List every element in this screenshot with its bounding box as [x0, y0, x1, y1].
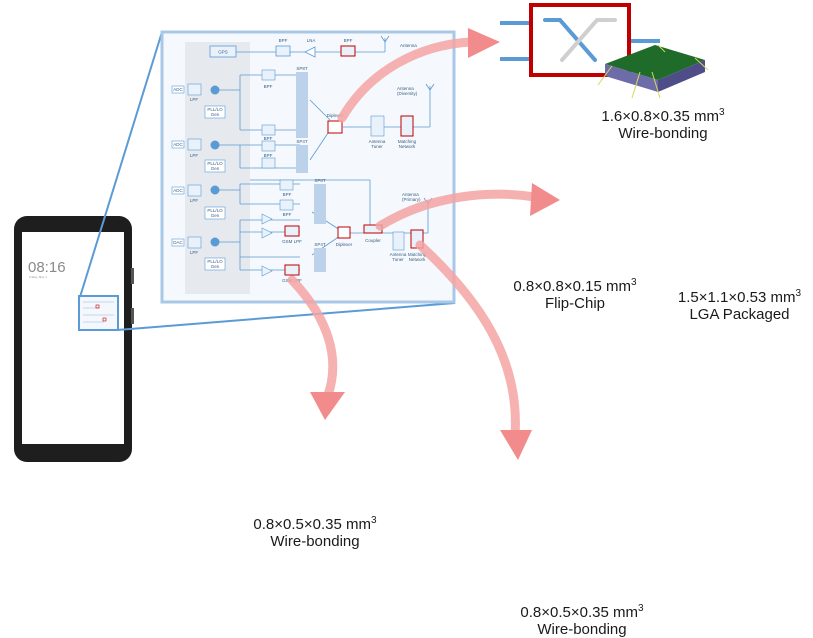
- svg-text:BPF: BPF: [344, 38, 353, 43]
- arrow-heads: [310, 28, 560, 460]
- svg-text:PLL/LO: PLL/LO: [207, 259, 223, 264]
- svg-text:Matching: Matching: [408, 252, 427, 257]
- phone-zoom-region: [78, 295, 119, 331]
- callout-diplexer: [500, 3, 709, 99]
- svg-text:Diplexer: Diplexer: [336, 242, 353, 247]
- svg-text:Tuner: Tuner: [371, 144, 383, 149]
- svg-text:SP4T: SP4T: [314, 242, 326, 247]
- svg-text:(Diversity): (Diversity): [397, 91, 418, 96]
- svg-text:Network: Network: [409, 257, 426, 262]
- sp4t-switch-rx2: [296, 145, 308, 173]
- sp8t-switch-rx1: [296, 72, 308, 138]
- svg-text:PLL/LO: PLL/LO: [207, 161, 223, 166]
- svg-text:SP8T: SP8T: [296, 66, 308, 71]
- phone-clock: 08:16: [28, 259, 66, 276]
- svg-text:Tuner: Tuner: [392, 257, 404, 262]
- phone-screen: [22, 232, 124, 444]
- svg-text:GSM LPF: GSM LPF: [282, 239, 302, 244]
- caption-diplexer: 1.6×0.8×0.35 mm3 Wire-bonding: [601, 107, 725, 142]
- caption-bpf: 0.8×0.5×0.35 mm3 Wire-bonding: [253, 515, 377, 550]
- svg-text:LPF: LPF: [190, 97, 199, 102]
- phone-mini-diagram: [83, 301, 114, 323]
- svg-text:Gen: Gen: [211, 166, 220, 171]
- svg-text:SP4T: SP4T: [296, 139, 308, 144]
- svg-text:Antenna: Antenna: [402, 192, 419, 197]
- svg-text:Coupler: Coupler: [365, 238, 381, 243]
- matching-network-diversity: [400, 115, 414, 137]
- gps-label: GPS: [218, 50, 228, 55]
- callout-arrows: [287, 37, 540, 440]
- svg-text:BPF: BPF: [283, 192, 292, 197]
- phone-power-button: [131, 308, 134, 324]
- zoom-projection-lines: [79, 31, 456, 331]
- svg-text:BPF: BPF: [283, 212, 292, 217]
- svg-text:LNA: LNA: [307, 38, 316, 43]
- svg-text:Matching: Matching: [398, 139, 417, 144]
- svg-text:Network: Network: [399, 144, 416, 149]
- svg-text:Gen: Gen: [211, 112, 220, 117]
- svg-text:Antenna: Antenna: [390, 252, 407, 257]
- svg-text:(Primary): (Primary): [402, 197, 421, 202]
- diplexer-diversity: [327, 120, 343, 134]
- arrow-to-matching: [415, 240, 520, 440]
- svg-text:Diplexer: Diplexer: [327, 113, 344, 118]
- svg-text:Antenna: Antenna: [369, 139, 386, 144]
- gsm-lpf-1: [284, 225, 300, 237]
- arrow-to-coupler: [375, 189, 540, 231]
- svg-text:LPF: LPF: [190, 198, 199, 203]
- svg-text:ADC: ADC: [173, 142, 183, 147]
- svg-text:LPF: LPF: [190, 153, 199, 158]
- svg-text:PLL/LO: PLL/LO: [207, 107, 223, 112]
- caption-matching: 0.8×0.5×0.35 mm3 Wire-bonding: [520, 603, 644, 638]
- svg-text:SP8T: SP8T: [314, 178, 326, 183]
- transceiver-chains: ADC LPF PLL/LO Gen ADC LPF PLL/LO Gen AD…: [171, 83, 226, 271]
- svg-text:PLL/LO: PLL/LO: [207, 208, 223, 213]
- caption-coupler-lga: 1.5×1.1×0.53 mm3 LGA Packaged: [677, 288, 802, 323]
- sp8t-switch-tx: [314, 184, 326, 224]
- svg-text:BPF: BPF: [264, 136, 273, 141]
- svg-text:Gen: Gen: [211, 264, 220, 269]
- smartphone: 08:16 Friday, May 1: [14, 216, 134, 462]
- svg-text:Antenna: Antenna: [397, 86, 414, 91]
- svg-text:LPF: LPF: [190, 250, 199, 255]
- gsm-lpf-2: [284, 264, 300, 276]
- arrow-to-bpf: [287, 275, 338, 400]
- diplexer-primary: [337, 226, 351, 239]
- lna-symbol: [304, 46, 316, 58]
- svg-text:Gen: Gen: [211, 213, 220, 218]
- svg-text:ADC: ADC: [173, 87, 183, 92]
- svg-text:Antenna: Antenna: [400, 43, 417, 48]
- sp4t-switch-tx: [314, 248, 326, 272]
- phone-volume-button: [131, 268, 134, 284]
- svg-text:DAC: DAC: [173, 240, 183, 245]
- svg-text:BPF: BPF: [264, 153, 273, 158]
- svg-text:BPF: BPF: [279, 38, 288, 43]
- caption-coupler-flipchip: 0.8×0.8×0.15 mm3 Flip-Chip: [513, 277, 637, 312]
- phone-date: Friday, May 1: [29, 275, 47, 279]
- arrow-to-diplexer: [337, 37, 475, 123]
- block-diagram: GPS BPF LNA BPF Antenna ADC LPF PLL/LO G…: [160, 30, 456, 304]
- svg-text:ADC: ADC: [173, 188, 183, 193]
- svg-text:BPF: BPF: [264, 84, 273, 89]
